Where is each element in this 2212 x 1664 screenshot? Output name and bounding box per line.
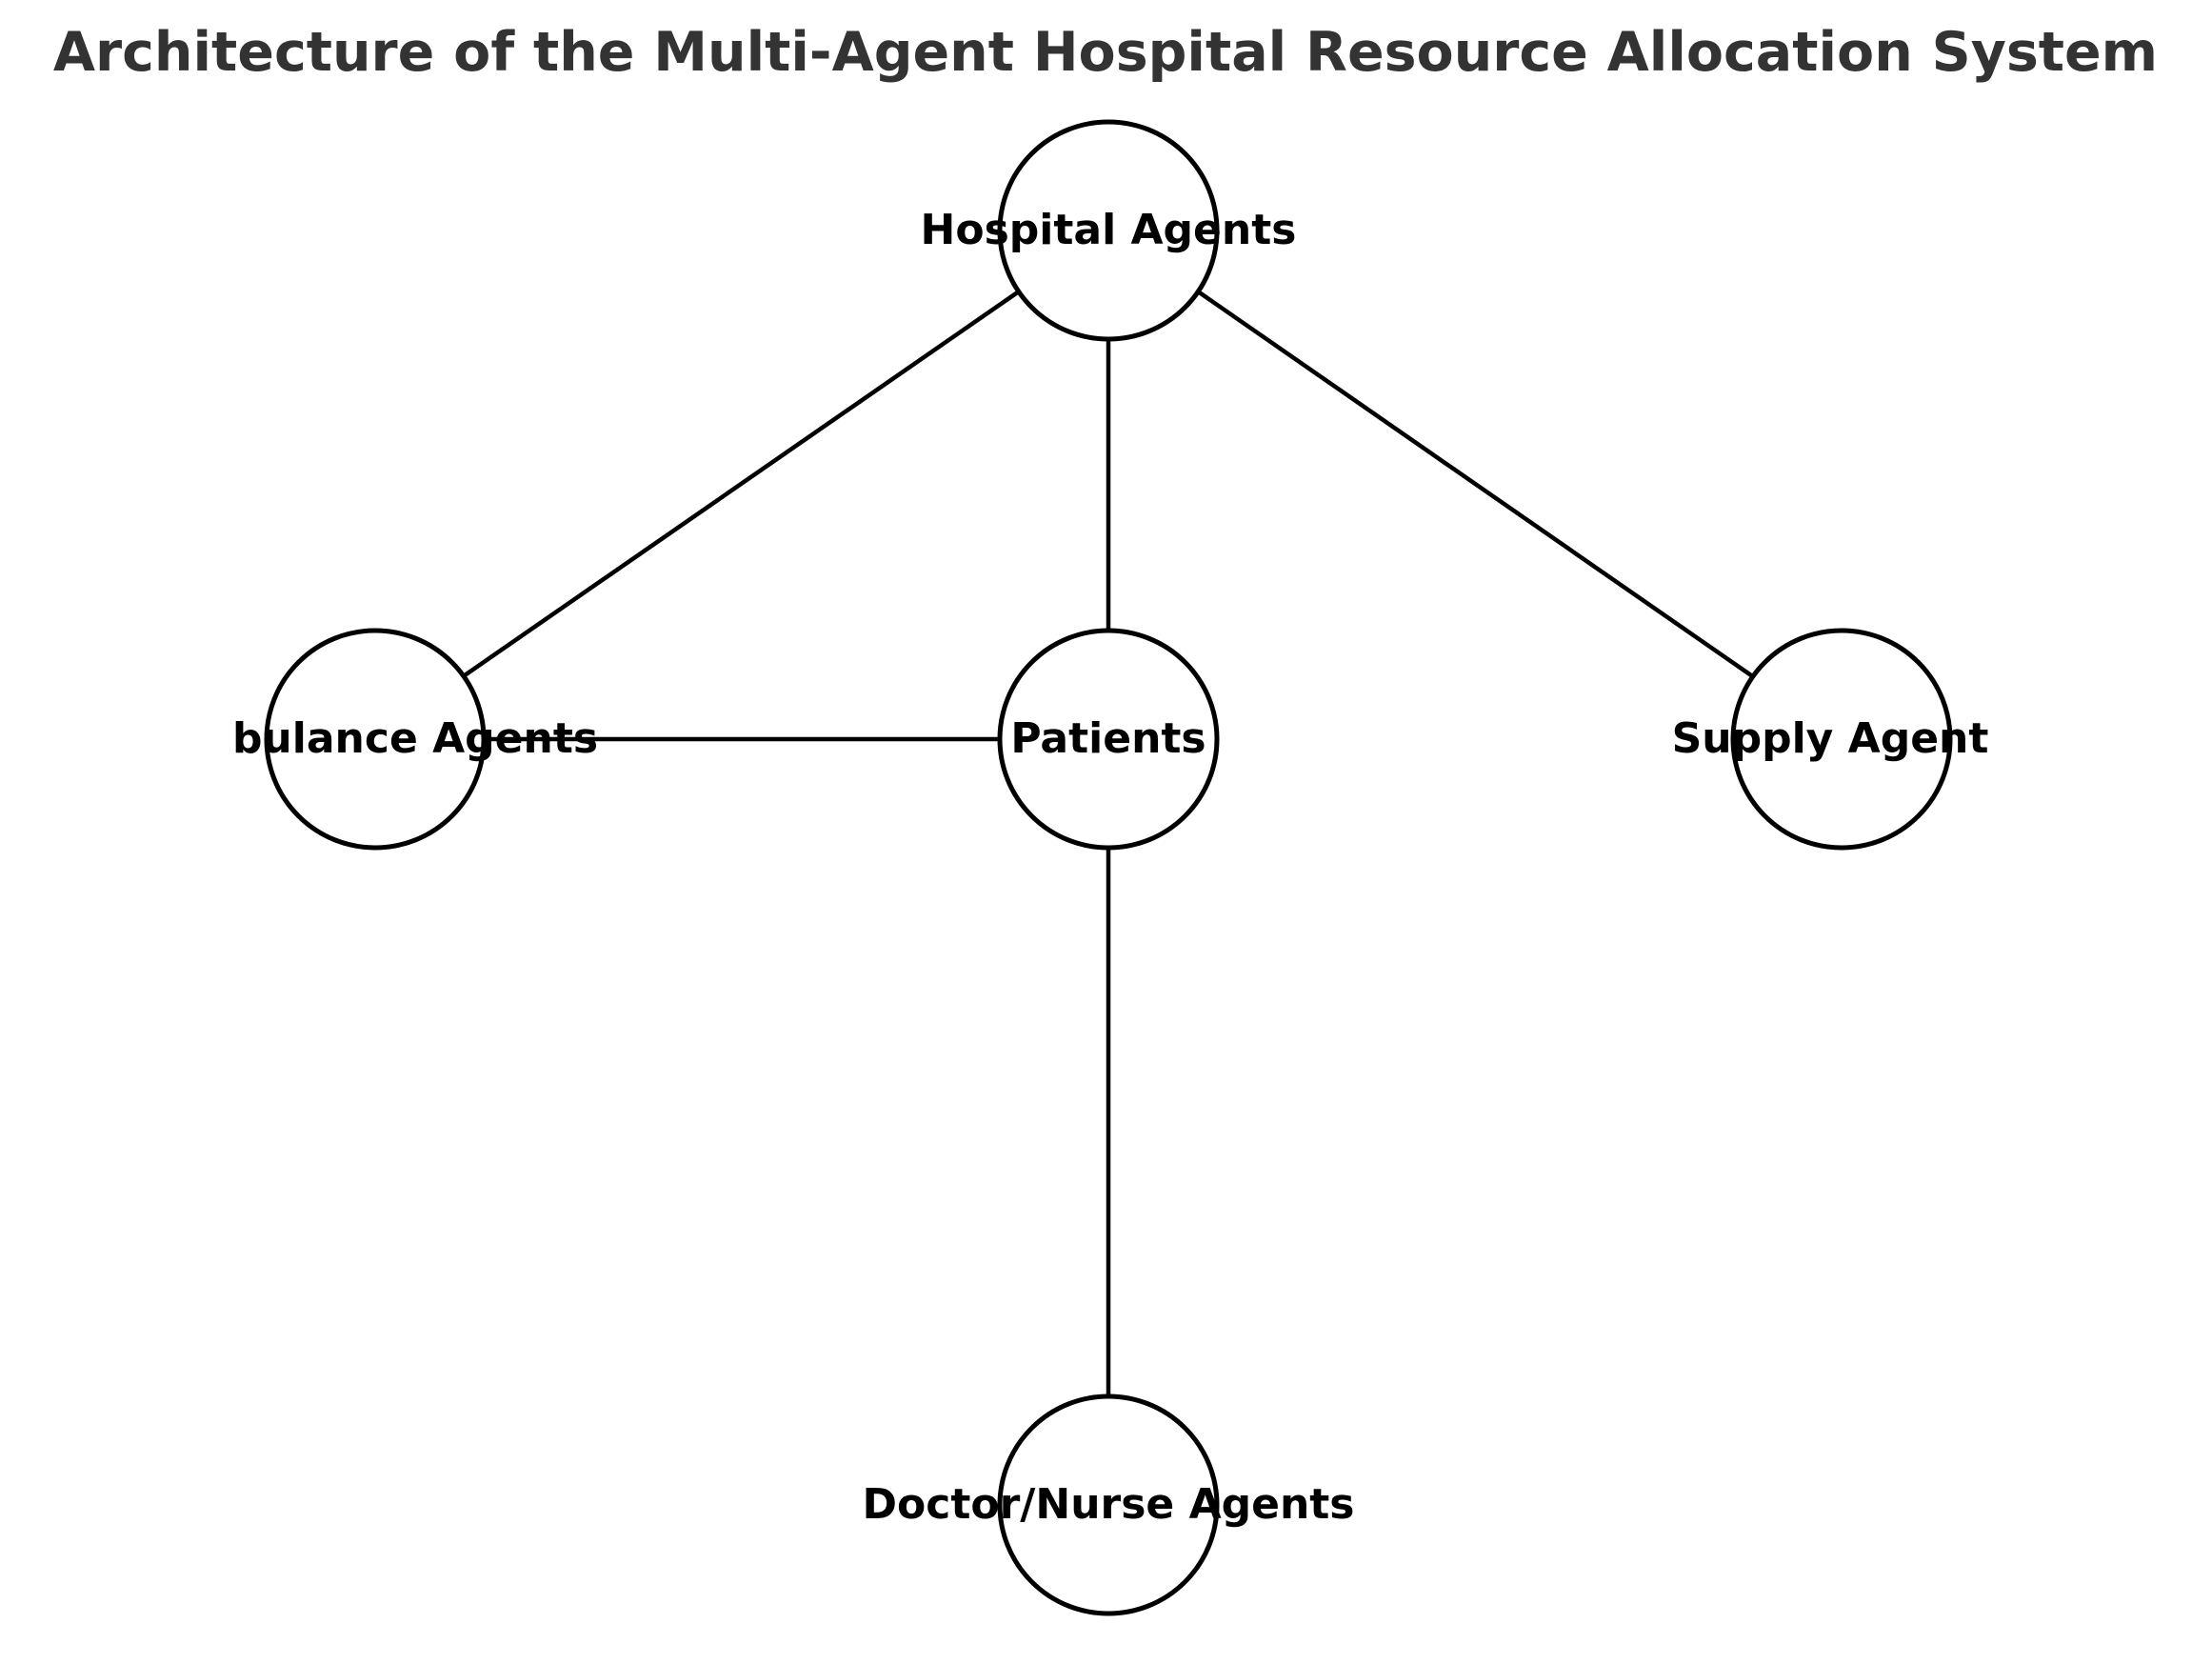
edge-hospital-supply [1196,290,1753,677]
edges-layer [463,290,1753,1396]
node-label-patients: Patients [1010,714,1206,763]
node-label-ambulance: bulance Agents [232,714,598,763]
edge-hospital-ambulance [463,290,1021,677]
node-ambulance-agents: bulance Agents [232,628,598,851]
node-label-supply: Supply Agent [1672,714,1989,763]
node-label-hospital: Hospital Agents [921,206,1297,254]
node-label-doctor: Doctor/Nurse Agents [863,1480,1355,1529]
node-doctor-nurse-agents: Doctor/Nurse Agents [863,1393,1355,1616]
node-circle-patients [997,628,1220,851]
node-circle-hospital [997,119,1220,342]
node-patients: Patients [997,628,1220,851]
node-hospital-agents: Hospital Agents [921,119,1297,342]
node-circle-doctor [997,1393,1220,1616]
nodes-layer: Hospital Agents bulance Agents Patients … [232,119,1989,1616]
node-circle-supply [1730,628,1953,851]
node-supply-agent: Supply Agent [1672,628,1989,851]
diagram-title: Architecture of the Multi-Agent Hospital… [53,21,2158,84]
node-circle-ambulance [264,628,487,851]
